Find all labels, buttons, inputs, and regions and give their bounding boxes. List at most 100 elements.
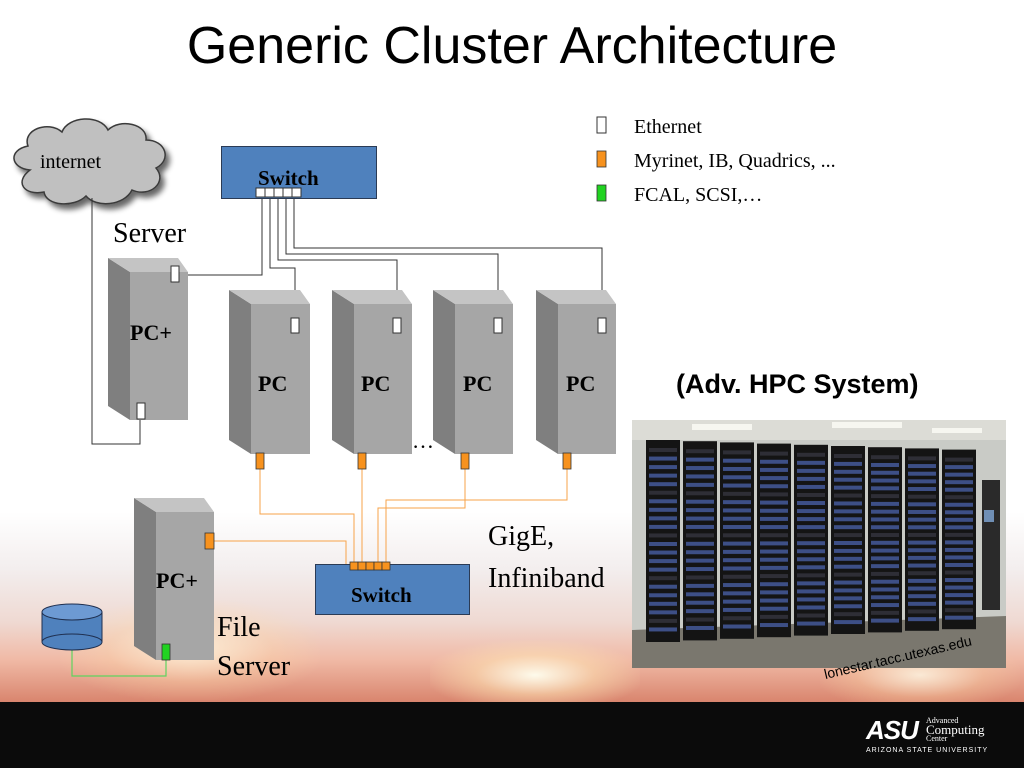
rack-blade — [686, 592, 714, 597]
rack-blade — [723, 583, 751, 588]
rack-blade — [871, 618, 899, 623]
server-ethernet-port — [170, 265, 180, 283]
rack-blade — [723, 500, 751, 505]
rack-blade — [908, 464, 936, 469]
rack-blade — [871, 470, 899, 475]
rack-blade — [797, 549, 825, 554]
rack-blade — [723, 607, 751, 612]
rack-blade — [945, 600, 973, 605]
compute-node — [332, 290, 412, 470]
rack-blade — [760, 476, 788, 481]
rack-blade — [760, 500, 788, 505]
rack-blade — [834, 541, 862, 545]
rack-blade — [686, 575, 714, 580]
rack-blade — [723, 549, 751, 554]
rack-blade — [649, 593, 677, 598]
rack-blade — [908, 502, 936, 507]
rack-blade — [686, 541, 714, 546]
asu-logo-university: ARIZONA STATE UNIVERSITY — [866, 747, 989, 754]
rack-blade — [649, 542, 677, 546]
rack-blade — [797, 533, 825, 538]
rack-blade — [908, 471, 936, 476]
rack-blade — [686, 508, 714, 513]
rack-blade — [760, 614, 788, 619]
legend-myrinet: Myrinet, IB, Quadrics, ... — [634, 150, 836, 172]
bottom-switch — [315, 564, 470, 615]
rack-blade — [686, 491, 714, 496]
node-myrinet-port — [562, 452, 572, 470]
rack-blade — [871, 486, 899, 491]
rack-blade — [834, 556, 862, 561]
rack-blade — [649, 516, 677, 521]
rack-blade — [945, 570, 973, 575]
rack-blade — [834, 572, 862, 577]
rack-blade — [797, 484, 825, 489]
rack-cabinet — [831, 446, 865, 634]
rack-blade — [834, 620, 862, 625]
rack-blade — [797, 581, 825, 586]
rack-blade — [908, 487, 936, 492]
node-myrinet-port — [460, 452, 470, 470]
rack-cabinet — [757, 443, 791, 638]
rack-blade — [834, 454, 862, 458]
compute-node-label: PC — [361, 371, 391, 396]
rack-blade — [945, 547, 973, 552]
rack-blade — [723, 483, 751, 488]
rack-blade — [945, 487, 973, 492]
rack-blade — [649, 576, 677, 581]
rack-blade — [834, 596, 862, 601]
node-ethernet-port — [597, 317, 607, 334]
file-server-label-line1: File — [217, 612, 261, 643]
rack-blade — [908, 601, 936, 606]
rack-blade — [908, 563, 936, 568]
rack-blade — [834, 477, 862, 482]
rack-blade — [834, 501, 862, 506]
rack-blade — [760, 582, 788, 587]
rack-cabinet — [942, 449, 976, 630]
rack-blade — [834, 548, 862, 553]
rack-blade — [723, 541, 751, 546]
legend-ethernet: Ethernet — [634, 116, 702, 138]
rack-blade — [797, 557, 825, 562]
rack-blade — [686, 617, 714, 622]
rack-blade — [834, 525, 862, 530]
legend-fcal-swatch — [596, 184, 607, 202]
rack-blade — [945, 578, 973, 583]
rack-blade — [834, 612, 862, 617]
rack-blade — [945, 585, 973, 590]
rack-blade — [760, 541, 788, 546]
rack-blade — [760, 459, 788, 464]
rack-blade — [834, 564, 862, 569]
server-label: Server — [113, 218, 187, 249]
rack-blade — [945, 555, 973, 560]
rack-blade — [760, 533, 788, 538]
rack-blade — [686, 457, 714, 462]
rack-blade — [797, 476, 825, 481]
compute-node-label: PC — [566, 371, 596, 396]
rack-blade — [871, 501, 899, 506]
rack-blade — [686, 609, 714, 614]
interconnect-label-line2: Infiniband — [488, 563, 605, 594]
rack-blade — [797, 589, 825, 594]
rack-blade — [834, 461, 862, 466]
compute-node — [433, 290, 513, 470]
rack-blade — [649, 627, 677, 632]
rack-blade — [686, 567, 714, 572]
rack-blade — [723, 516, 751, 521]
rack-blade — [797, 621, 825, 626]
rack-blade — [723, 591, 751, 596]
disk-storage — [41, 603, 103, 651]
rack-blade — [871, 564, 899, 569]
legend-ethernet-swatch — [596, 116, 607, 134]
compute-node — [536, 290, 616, 470]
rack-blade — [686, 550, 714, 555]
legend-fcal: FCAL, SCSI,… — [634, 184, 763, 206]
rack-blade — [834, 580, 862, 585]
rack-blade — [686, 533, 714, 538]
rack-blade — [945, 472, 973, 477]
rack-blade — [760, 467, 788, 472]
rack-blade — [760, 606, 788, 611]
rack-blade — [871, 478, 899, 483]
rack-blade — [797, 460, 825, 465]
rack-blade — [945, 480, 973, 485]
